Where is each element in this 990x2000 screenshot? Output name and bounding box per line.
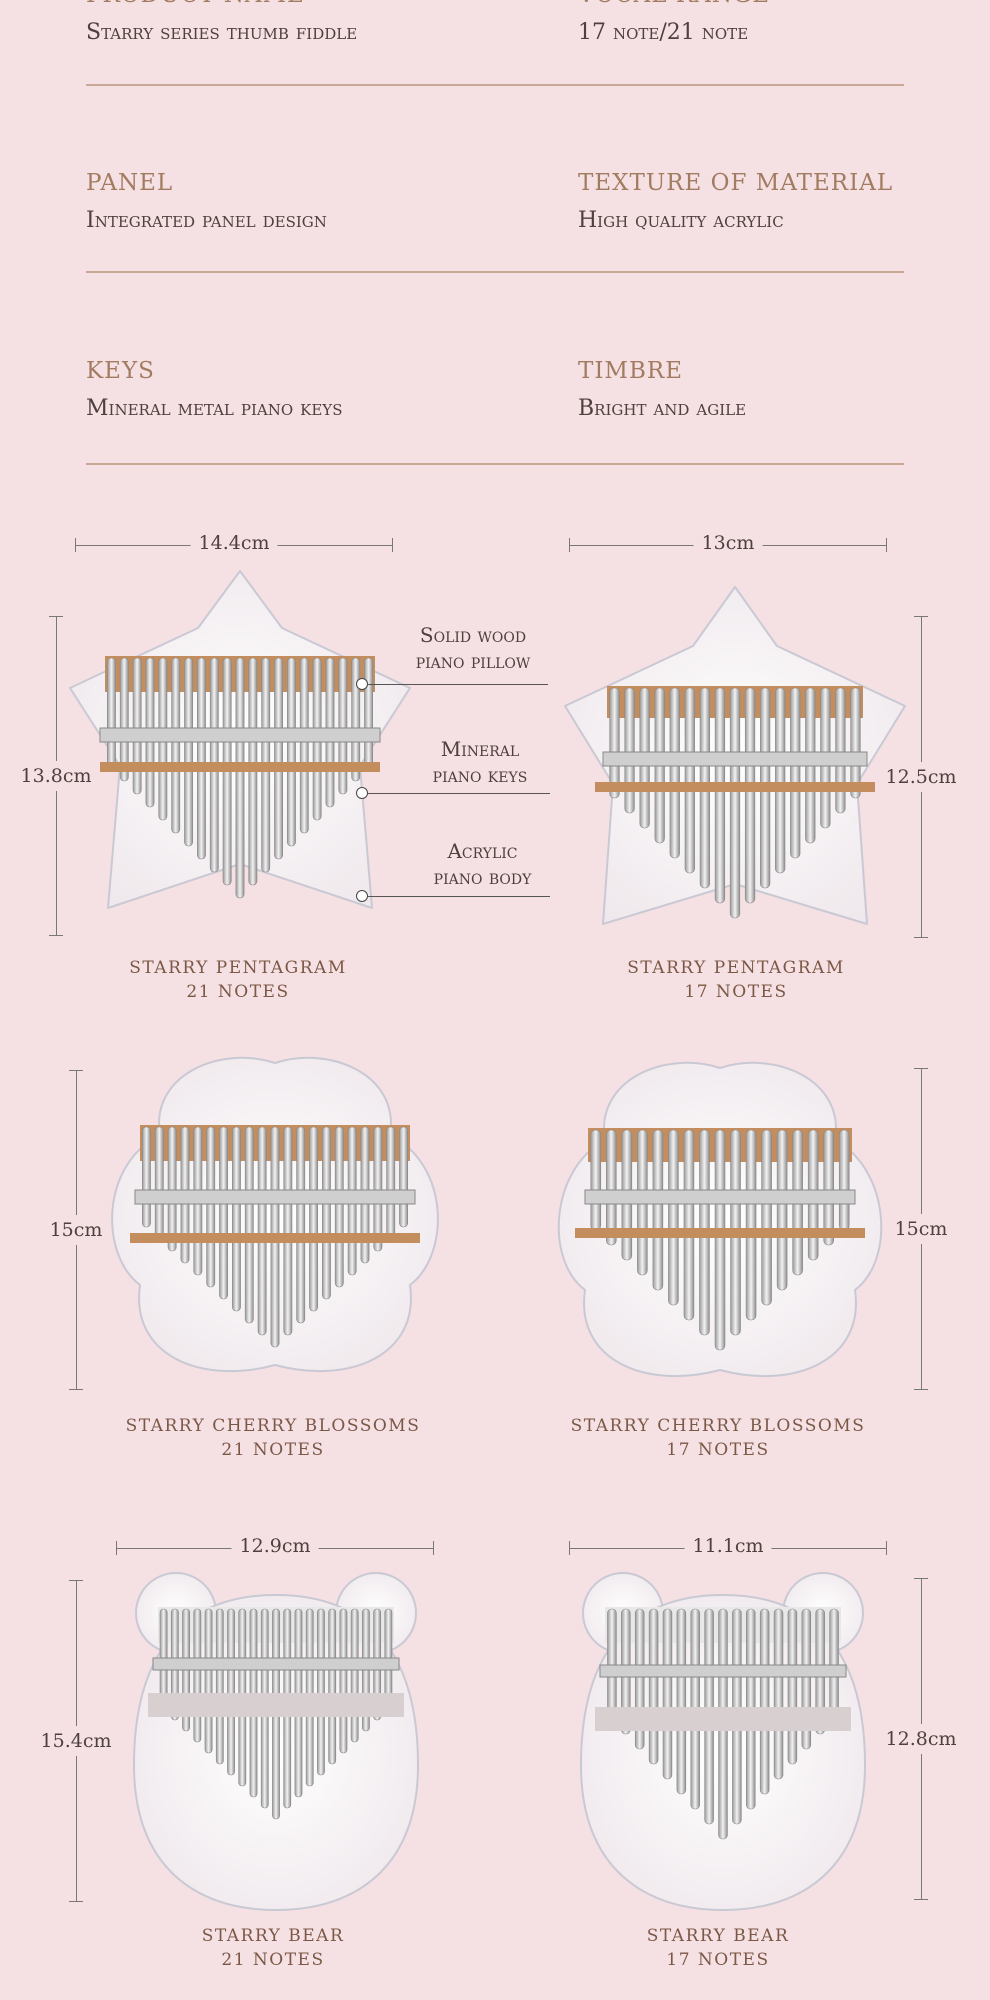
spec-value: 17 note/21 note [578,20,749,45]
callout-line [368,793,550,794]
callout-dot [356,890,368,902]
spec-row-product: Product nameStarry series thumb fiddle V… [86,0,904,132]
spec-label: Panel [86,170,174,196]
spec-value: Bright and agile [578,396,747,421]
callout-line [368,896,550,897]
callout-dot [356,678,368,690]
spec-row-keys: KeysMineral metal piano keys TimbreBrigh… [86,358,904,508]
kalimba-image [132,1572,420,1912]
product-title: Starry pentagram17 notes [627,958,845,1002]
height-dimension: 12.8cm [885,1578,957,1900]
height-dimension: 12.5cm [885,616,957,938]
spec-row-panel: PanelIntegrated panel design Texture of … [86,170,904,320]
spec-label: Timbre [578,358,683,384]
spec-label: Product name [86,0,357,8]
height-dimension: 15cm [894,1068,948,1390]
product-title: Starry pentagram21 notes [129,958,347,1002]
width-dimension: 13cm [569,532,887,555]
spec-label: Vocal range [578,0,770,8]
spec-value: High quality acrylic [578,208,784,233]
divider [86,463,904,465]
callout-dot [356,787,368,799]
callout-line [368,684,548,685]
height-dimension: 13.8cm [20,616,92,936]
divider [86,271,904,273]
kalimba-image [111,1056,439,1373]
product-title: Starry bear21 notes [201,1926,345,1970]
spec-value: Starry series thumb fiddle [86,20,358,45]
spec-label: Keys [86,358,155,384]
product-title: Starry cherry blossoms21 notes [125,1416,421,1460]
spec-value: Mineral metal piano keys [86,396,343,421]
spec-value: Integrated panel design [86,208,327,233]
kalimba-image [557,1061,883,1378]
height-dimension: 15cm [49,1070,103,1390]
product-title: Starry bear17 notes [646,1926,790,1970]
divider [86,84,904,86]
kalimba-image [564,586,906,925]
product-title: Starry cherry blossoms17 notes [570,1416,866,1460]
height-dimension: 15.4cm [40,1580,112,1902]
spec-label: Texture of material [578,170,894,196]
kalimba-image [69,570,411,909]
width-dimension: 12.9cm [116,1535,434,1558]
width-dimension: 11.1cm [569,1535,887,1558]
kalimba-image [579,1572,867,1912]
width-dimension: 14.4cm [75,532,393,555]
